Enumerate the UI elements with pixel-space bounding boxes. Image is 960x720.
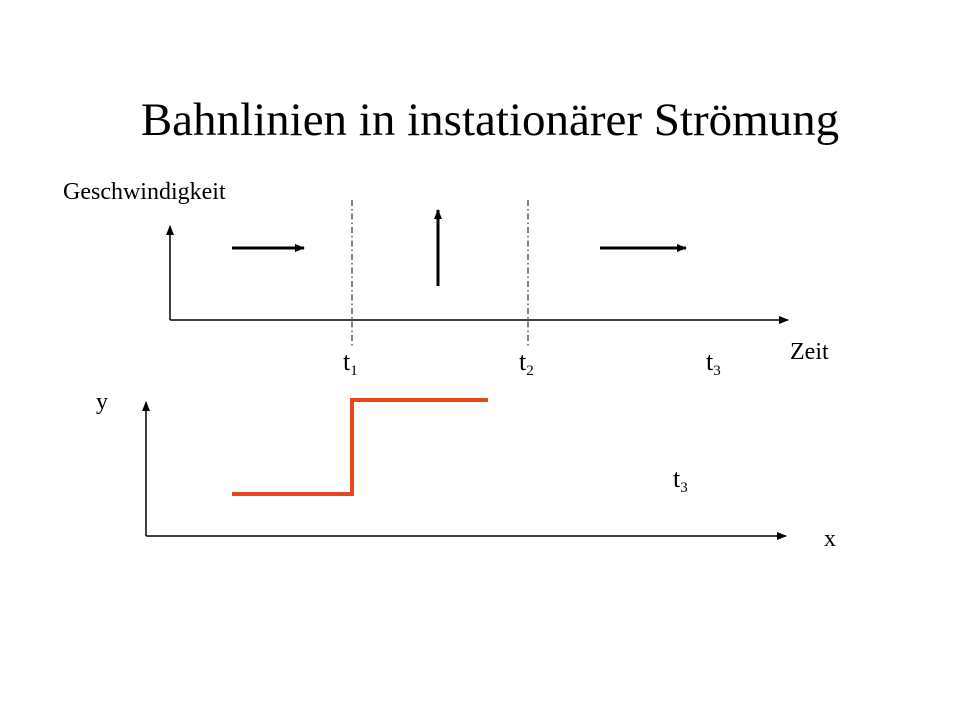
time-mark-t2: t2 — [519, 347, 534, 380]
page-title: Bahnlinien in instationärer Strömung — [140, 94, 840, 146]
y-axis-label: y — [96, 389, 108, 415]
x-axis-label: x — [824, 526, 836, 552]
time-mark-t3: t3 — [706, 347, 721, 380]
xy-axes — [142, 401, 787, 540]
pathline — [232, 398, 488, 496]
velocity-axis-label: Geschwindigkeit — [63, 179, 226, 205]
time-mark-t1: t1 — [343, 347, 358, 380]
velocity-time-axes — [166, 225, 789, 324]
time-axis-label: Zeit — [790, 339, 829, 365]
pathline-time-label: t3 — [673, 464, 688, 497]
